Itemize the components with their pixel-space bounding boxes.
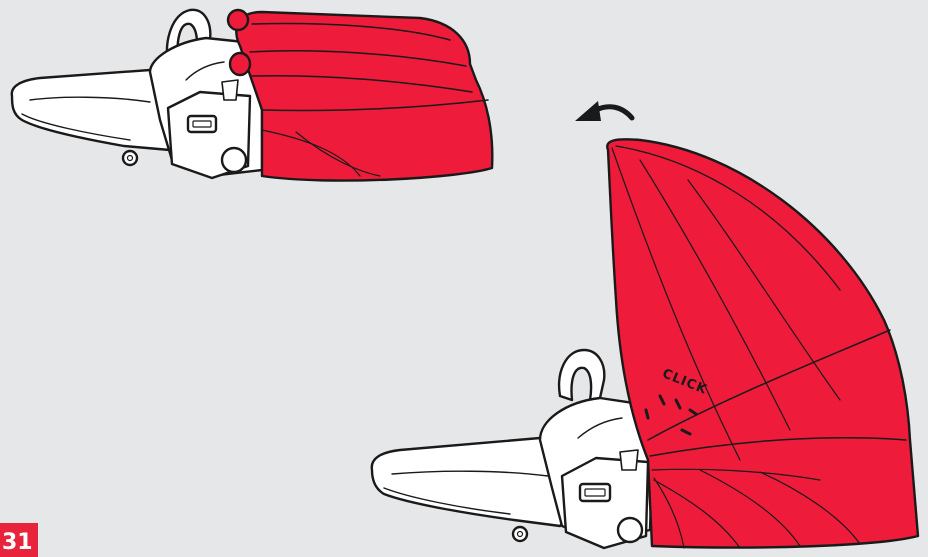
step-number: 31 (2, 530, 33, 555)
carry-handle (557, 348, 606, 402)
click-tick-marks (644, 394, 698, 436)
carrycot-canopy-folded (10, 8, 494, 182)
carrycot-base-frame (10, 68, 200, 152)
rotate-arrow-icon (575, 101, 635, 121)
carrycot-canopy-open (370, 138, 920, 550)
canopy-open (606, 138, 920, 549)
carrycot-base-frame (370, 436, 592, 528)
step-number-badge: 31 (0, 523, 38, 557)
canopy-folded (235, 10, 494, 182)
